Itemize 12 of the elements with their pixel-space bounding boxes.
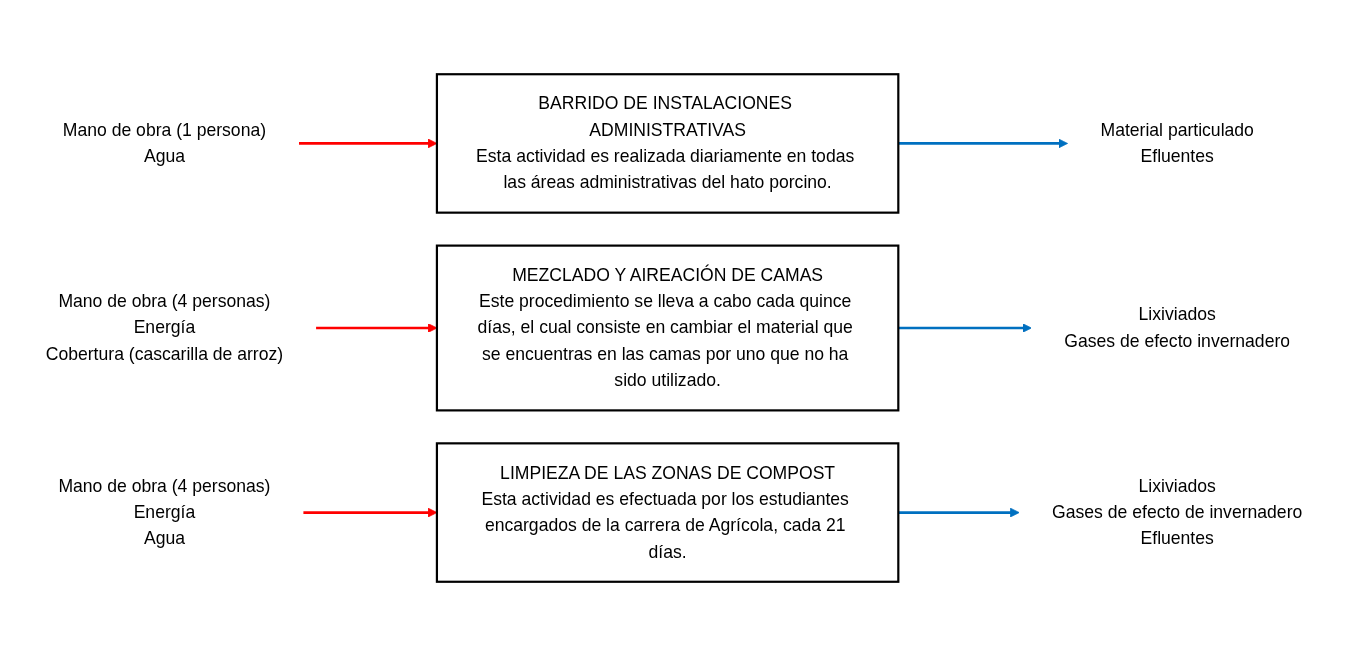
node-text: Material particulado Efluentes	[1100, 120, 1254, 166]
node-text: Mano de obra (4 personas) Energía Agua	[58, 476, 271, 548]
node-box: LIMPIEZA DE LAS ZONAS DE COMPOST Esta actividad es efectuada por los estudiantes encargados de la carrera de Agrícola, cada 21 días.	[435, 442, 900, 583]
node-text: Lixiviados Gases de efecto invernadero	[1064, 304, 1291, 350]
arrow	[898, 507, 1020, 518]
node-text: Mano de obra (1 persona) Agua	[62, 120, 267, 166]
arrow	[898, 323, 1032, 333]
node-box: BARRIDO DE INSTALACIONES ADMINISTRATIVAS Esta actividad es realizada diariamente en todas las áreas administrativas del hato porcino.	[435, 73, 900, 214]
node-box: MEZCLADO Y AIREACIÓN DE CAMAS Este procedimiento se lleva a cabo cada quince días, el cual consiste en cambiar el material que se encuentras en las camas por uno que no ha sido utilizado.	[435, 244, 900, 412]
node-text: Lixiviados Gases de efecto de invernadero Efluentes	[1052, 476, 1303, 548]
node-text: Mano de obra (4 personas) Energía Cobertura (cascarilla de arroz)	[45, 291, 284, 364]
arrow	[898, 138, 1068, 149]
